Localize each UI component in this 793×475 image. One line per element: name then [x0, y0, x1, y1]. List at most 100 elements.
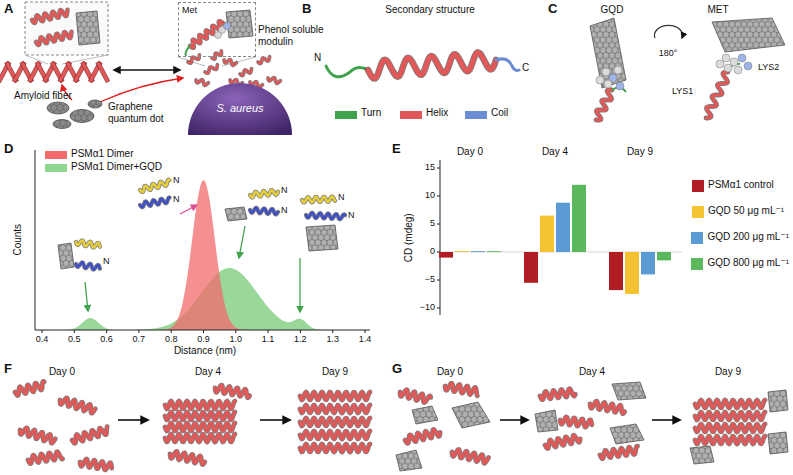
turn-segment [326, 66, 368, 77]
legend-swatch [465, 111, 487, 119]
terminus-label: N [338, 192, 345, 202]
helix-ribbon [76, 262, 100, 269]
helix-ribbon [224, 60, 236, 66]
helix-ribbon [165, 401, 235, 409]
cd-bar [455, 251, 469, 253]
cd-bar [641, 252, 655, 274]
helix-ribbon [196, 80, 208, 86]
annotation: Graphene quantum dot [108, 101, 170, 124]
helix-outline [400, 390, 431, 403]
helix-outline [72, 427, 107, 444]
legend-swatch [45, 164, 67, 172]
graphene-sheet [768, 432, 788, 454]
helix-ribbon [250, 208, 278, 215]
x-axis [35, 330, 370, 331]
terminus-label: N [173, 194, 180, 204]
graphene-sheet [712, 18, 785, 52]
graphene-sheet [535, 410, 558, 432]
helix-ribbon [368, 52, 496, 78]
legend-text: Turn [361, 107, 381, 119]
panel-letter: F [4, 362, 12, 377]
helix-outline [140, 180, 170, 192]
atom-sphere [224, 23, 231, 30]
panel-letter: E [392, 142, 401, 157]
helix-outline [258, 57, 270, 64]
atom-sphere [730, 58, 738, 66]
atom-sphere [616, 82, 624, 90]
atom-sphere [604, 80, 612, 88]
terminus-label: C [522, 62, 529, 74]
helix-outline [212, 51, 221, 59]
graphene-sheet [610, 424, 644, 444]
annotation: Phenol soluble modulin [258, 24, 332, 47]
view-label: MET [707, 4, 728, 16]
helix-ribbon [560, 417, 592, 427]
quantum-dot [47, 102, 69, 114]
graphene-sheet [396, 450, 422, 471]
day-label: Day 9 [627, 146, 653, 158]
legend-text: PSMα1 control [708, 179, 774, 191]
legend-swatch [691, 232, 703, 244]
helix-ribbon [405, 429, 440, 443]
cd-bar [439, 252, 453, 258]
helix-ribbon [15, 381, 44, 395]
red-arrow [100, 78, 183, 102]
tick-label: −5 [425, 274, 435, 284]
tick-label: 0.6 [100, 334, 113, 344]
atom-sphere [716, 60, 724, 68]
helix-outline [405, 429, 440, 443]
rotation-arrow [655, 25, 683, 38]
day-label: Day 9 [322, 366, 348, 378]
helix-outline [300, 418, 370, 426]
helix-outline [32, 10, 68, 23]
zoom-line [222, 57, 256, 66]
helix-outline [36, 32, 72, 45]
y-axis [35, 150, 36, 330]
day-label: Day 0 [457, 146, 483, 158]
day-label: Day 4 [542, 146, 568, 158]
fiber-strand [96, 61, 110, 82]
graphene-sheet [690, 446, 714, 464]
legend-text: PSMα1 Dimer [71, 148, 133, 160]
atom-sphere [738, 54, 746, 62]
quantum-dot-lattice [88, 100, 102, 108]
helix-ribbon [36, 32, 72, 45]
legend-text: GQD 50 μg mL⁻¹ [708, 205, 784, 217]
tick-mark [235, 330, 236, 333]
helix-ribbon [205, 65, 218, 73]
tick-mark [268, 330, 269, 333]
tick-label: 5 [430, 218, 435, 228]
graphene-sheet [225, 207, 247, 221]
helix-outline [695, 436, 765, 444]
tick-label: 0.8 [165, 334, 178, 344]
quantum-dot-lattice [47, 102, 69, 114]
helix-outline [80, 459, 112, 470]
tick-mark [300, 330, 301, 333]
helix-outline [452, 449, 489, 463]
atom-sphere [614, 66, 622, 74]
helix-outline [300, 405, 370, 413]
helix-ribbon [596, 90, 612, 120]
legend-swatch [400, 111, 422, 119]
species-label: S. aureus [188, 102, 292, 114]
tick-mark [203, 330, 204, 333]
day-label: Day 4 [195, 366, 221, 378]
panel-letter: B [302, 2, 311, 17]
graphene-lattice [58, 243, 74, 269]
quantum-dot [70, 110, 94, 123]
helix-ribbon [80, 459, 112, 470]
graphene-lattice [452, 402, 490, 428]
quantum-dot [53, 120, 71, 129]
tick-label: 1.3 [326, 334, 339, 344]
helix-ribbon [545, 435, 580, 448]
helix-outline [76, 240, 100, 247]
cd-bar [471, 251, 485, 253]
legend-swatch [335, 111, 357, 119]
atom-sphere [722, 54, 730, 62]
helix-outline [268, 78, 280, 84]
helix-ribbon [240, 69, 252, 76]
helix-ribbon [76, 240, 100, 247]
helix-outline [60, 398, 95, 413]
tick-label: 10 [425, 190, 435, 200]
